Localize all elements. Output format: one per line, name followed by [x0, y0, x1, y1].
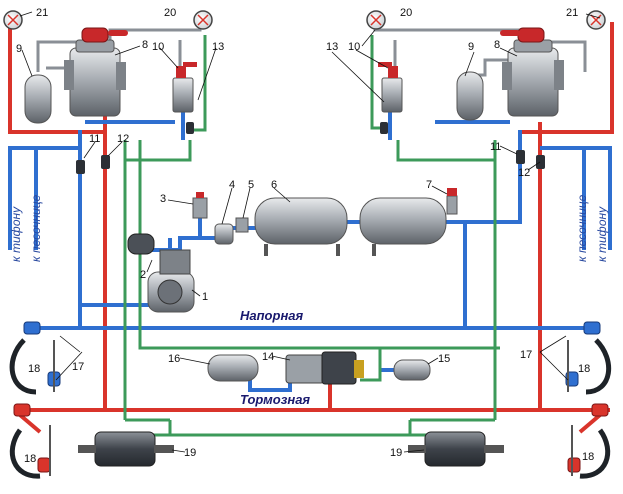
pressure-gauges [3, 10, 606, 30]
callout-5: 5 [248, 179, 254, 191]
callout-18-left-bottom: 18 [24, 453, 36, 465]
to-horn-label-left: к тифону [9, 206, 23, 262]
callout-18-right-bottom: 18 [582, 451, 594, 463]
compressor [127, 233, 191, 275]
callout-9-left: 9 [16, 43, 22, 55]
safety-valve-3 [192, 192, 208, 219]
brake-cylinder-right [408, 431, 504, 467]
compressor-motor [147, 271, 195, 313]
callout-12-left: 12 [117, 133, 129, 145]
air-distributor-14 [285, 351, 364, 385]
callout-8-left: 8 [142, 39, 148, 51]
pressure-line-label: Напорная [240, 308, 304, 323]
callout-6: 6 [271, 179, 277, 191]
callout-17-left: 17 [72, 361, 84, 373]
callout-13-right: 13 [326, 41, 338, 53]
callout-2: 2 [140, 269, 146, 281]
main-reservoir-1 [254, 197, 348, 256]
auxiliary-valve-right [378, 62, 403, 113]
check-valve-5 [235, 217, 249, 233]
callout-3: 3 [160, 193, 166, 205]
to-sandbox-label-right: к песочнице [575, 194, 589, 262]
callout-4: 4 [229, 179, 235, 191]
drivers-brake-valve-left [64, 27, 128, 117]
hose-supports [49, 340, 573, 476]
callout-16: 16 [168, 353, 180, 365]
to-horn-label-right: к тифону [595, 206, 609, 262]
oil-separator-4 [214, 223, 234, 245]
main-reservoir-2 [359, 197, 447, 256]
callout-12-right: 12 [518, 167, 530, 179]
equalizing-reservoir-right [456, 71, 484, 121]
reservoir-16 [207, 354, 259, 382]
auxiliary-valve-left [172, 62, 197, 113]
callout-14: 14 [262, 351, 274, 363]
callout-20-left: 20 [164, 7, 176, 19]
callout-18-left-top: 18 [28, 363, 40, 375]
callout-numbers: 21 9 8 10 20 13 11 12 3 4 5 6 7 2 1 20 2… [16, 7, 594, 465]
callout-11-right: 11 [490, 141, 501, 153]
callout-19-right: 19 [390, 447, 402, 459]
callout-21-right: 21 [566, 7, 578, 19]
hose-couplings [9, 338, 612, 479]
brake-cylinder-left [78, 431, 174, 467]
callout-10-right: 10 [348, 41, 360, 53]
callout-13-left: 13 [212, 41, 224, 53]
control-pipes [123, 35, 500, 437]
drivers-brake-valve-right [500, 27, 564, 117]
callout-11-left: 11 [89, 133, 100, 145]
callout-17-right: 17 [520, 349, 532, 361]
callout-10-left: 10 [152, 41, 164, 53]
callout-1: 1 [202, 291, 208, 303]
brake-pipes [8, 22, 614, 434]
end-cocks [13, 321, 609, 473]
leader-lines [19, 11, 601, 453]
callout-19-left: 19 [184, 447, 196, 459]
brake-line-label: Тормозная [240, 392, 310, 407]
callout-18-right-top: 18 [578, 363, 590, 375]
callout-7: 7 [426, 179, 432, 191]
equalizing-reservoir-left [24, 74, 52, 124]
callout-21-left: 21 [36, 7, 48, 19]
callout-20-right: 20 [400, 7, 412, 19]
callout-8-right: 8 [494, 39, 500, 51]
callout-15: 15 [438, 353, 450, 365]
callout-9-right: 9 [468, 41, 474, 53]
safety-valve-7 [446, 188, 458, 215]
reservoir-15 [393, 359, 431, 381]
isolation-cocks [76, 122, 545, 174]
to-sandbox-label-left: к песочнице [29, 194, 43, 262]
